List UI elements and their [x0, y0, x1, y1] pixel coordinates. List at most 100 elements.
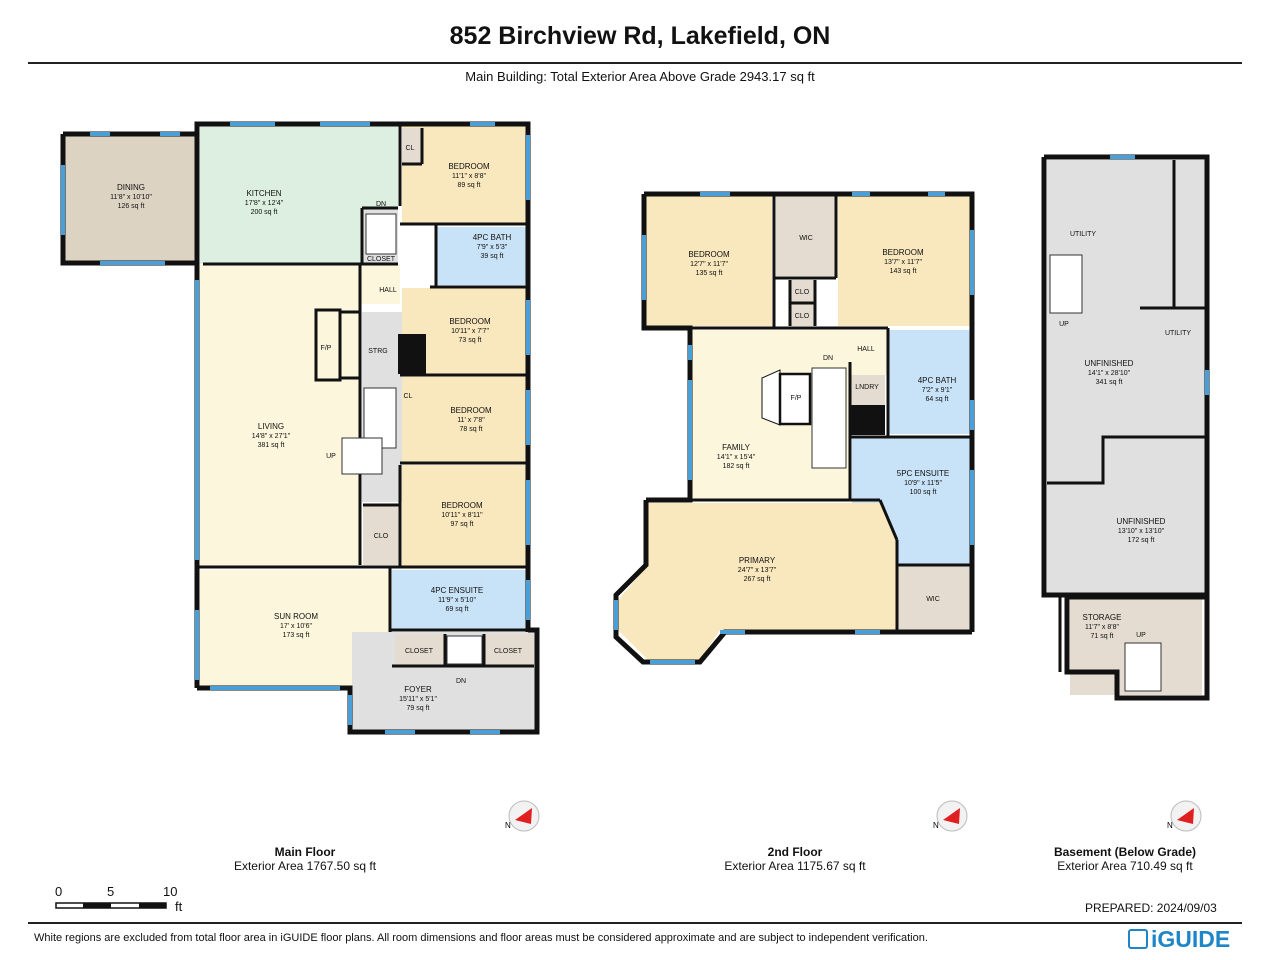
main-4pc-ensuite [392, 570, 527, 630]
compass-icon: N [933, 800, 968, 832]
second-wic2-label: WIC [926, 596, 940, 603]
second-wic1-label: WIC [799, 235, 813, 242]
basement-unf1-dim: 14'1" x 28'10" [1088, 370, 1131, 377]
main-stairs-up [341, 387, 397, 475]
main-bedroom1-dim: 11'1" x 8'8" [452, 173, 486, 180]
main-floor-name: Main Floor [274, 845, 336, 859]
main-cl2-label: CL [404, 393, 413, 400]
main-ensuite-area: 69 sq ft [446, 606, 469, 613]
basement-up2-label: UP [1136, 632, 1146, 639]
main-hall-label: HALL [379, 287, 397, 294]
second-bedroom1-area: 135 sq ft [696, 270, 723, 277]
main-kitchen-area: 200 sq ft [251, 209, 278, 216]
basement-floor-plan: UNFINISHED 14'1" x 28'10" 341 sq ft UNFI… [1041, 154, 1210, 701]
main-bath-name: 4PC BATH [473, 233, 512, 242]
main-dining-name: DINING [117, 183, 145, 192]
iguide-logo-icon [1128, 929, 1148, 949]
footer-divider [28, 922, 1242, 924]
main-living-dim: 14'8" x 27'1" [252, 433, 291, 440]
second-wic-2 [897, 566, 970, 630]
second-chimney [850, 405, 885, 435]
second-wic-1 [776, 196, 836, 276]
main-sunroom-area: 173 sq ft [283, 632, 310, 639]
main-clo [363, 505, 400, 565]
main-bedroom-4 [402, 465, 527, 567]
basement-stairs-up [1049, 254, 1083, 314]
main-clo-label: CLO [374, 533, 389, 540]
basement-caption: Basement (Below Grade) Exterior Area 710… [995, 845, 1255, 873]
second-ensuite-area: 100 sq ft [910, 489, 937, 496]
main-up-label: UP [326, 453, 336, 460]
main-strg-label: STRG [368, 348, 387, 355]
second-family-area: 182 sq ft [723, 463, 750, 470]
iguide-logo: iGUIDE [1128, 926, 1230, 953]
main-foyer-stairs [446, 635, 483, 665]
main-ensuite-dim: 11'9" x 5'10" [438, 597, 476, 604]
scale-tick-10: 10 [163, 884, 178, 899]
basement-area: Exterior Area 710.49 sq ft [1057, 859, 1193, 873]
main-kitchen-dim: 17'8" x 12'4" [245, 200, 284, 207]
second-primary [618, 503, 897, 660]
main-bedroom1-name: BEDROOM [448, 162, 490, 171]
compass-icon: N [505, 800, 540, 832]
scale-tick-5: 5 [107, 884, 115, 899]
second-primary-area: 267 sq ft [744, 576, 771, 583]
main-ensuite-name: 4PC ENSUITE [431, 586, 483, 595]
main-foyer-dim: 15'11" x 5'1" [399, 696, 437, 703]
page-title: 852 Birchview Rd, Lakefield, ON [449, 22, 831, 50]
second-hall [850, 330, 890, 375]
disclaimer-text: White regions are excluded from total fl… [34, 932, 928, 944]
second-bedroom-1 [646, 196, 772, 326]
main-living-name: LIVING [258, 422, 284, 431]
second-4pc-bath [888, 330, 970, 434]
main-closet-right-label: CLOSET [494, 648, 523, 655]
main-sunroom-dim: 17' x 10'6" [280, 623, 313, 630]
second-bath-dim: 7'2" x 9'1" [922, 387, 953, 394]
second-bedroom-2 [838, 196, 970, 326]
iguide-logo-text: iGUIDE [1151, 926, 1231, 952]
second-primary-name: PRIMARY [739, 556, 776, 565]
main-fp-label: F/P [321, 345, 332, 352]
svg-text:N: N [505, 821, 511, 830]
svg-text:N: N [1167, 821, 1173, 830]
main-dining-area: 126 sq ft [118, 203, 145, 210]
basement-unf2-name: UNFINISHED [1117, 517, 1166, 526]
main-bedroom3-area: 78 sq ft [460, 426, 483, 433]
main-bedroom-3 [402, 376, 527, 462]
scale-tick-0: 0 [55, 884, 63, 899]
second-fp-label: F/P [791, 395, 802, 402]
basement-unf1-area: 341 sq ft [1096, 379, 1123, 386]
second-bedroom2-name: BEDROOM [882, 248, 924, 257]
basement-unf2-dim: 13'10" x 13'10" [1118, 528, 1165, 535]
second-lndry-label: LNDRY [855, 384, 879, 391]
second-floor-plan: BEDROOM 12'7" x 11'7" 135 sq ft BEDROOM … [613, 191, 975, 665]
main-closet-left [395, 634, 445, 666]
main-foyer-name: FOYER [404, 685, 432, 694]
basement-up1-label: UP [1059, 321, 1069, 328]
main-bedroom4-name: BEDROOM [441, 501, 483, 510]
second-bath-area: 64 sq ft [926, 396, 949, 403]
second-floor-area: Exterior Area 1175.67 sq ft [724, 859, 866, 873]
main-stairs-down [365, 213, 397, 255]
scale-bar [55, 902, 167, 909]
main-bedroom4-area: 97 sq ft [451, 521, 474, 528]
main-dn2-label: DN [456, 678, 466, 685]
main-floor-caption: Main Floor Exterior Area 1767.50 sq ft [175, 845, 435, 873]
main-bath-area: 39 sq ft [481, 253, 504, 260]
svg-text:N: N [933, 821, 939, 830]
main-hall [360, 264, 400, 304]
scale-unit: ft [175, 899, 183, 914]
main-floor-area: Exterior Area 1767.50 sq ft [233, 859, 377, 873]
main-living-room [200, 264, 360, 566]
main-bedroom2-name: BEDROOM [449, 317, 491, 326]
main-cl1-label: CL [406, 145, 415, 152]
prepared-date: PREPARED: 2024/09/03 [1085, 901, 1217, 915]
main-bedroom2-dim: 10'11" x 7'7" [451, 328, 489, 335]
main-closet-right [484, 634, 534, 666]
second-dn-label: DN [823, 355, 833, 362]
main-foyer-area: 79 sq ft [407, 705, 430, 712]
basement-unf1-name: UNFINISHED [1085, 359, 1134, 368]
main-bath-dim: 7'9" x 5'3" [477, 244, 508, 251]
second-bedroom2-dim: 13'7" x 11'7" [884, 259, 922, 266]
main-cl-1 [402, 128, 422, 164]
